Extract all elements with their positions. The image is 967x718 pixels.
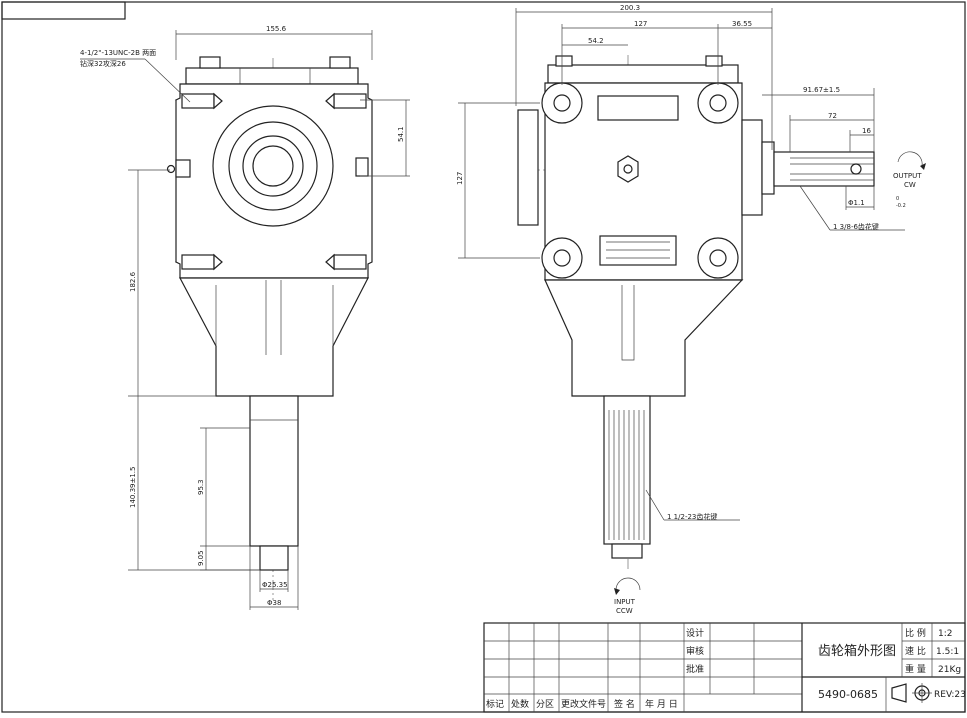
dim-width-top: 155.6 — [266, 25, 287, 33]
info-plate — [599, 235, 677, 266]
label-zone: 分区 — [536, 699, 554, 710]
dim-height-left-r: 127 — [456, 172, 464, 185]
prop-ratio-value: 1.5:1 — [936, 647, 959, 657]
top-plate — [597, 95, 679, 121]
rotation-arrow-cw — [897, 151, 923, 167]
prop-weight-value: 21Kg — [938, 665, 961, 675]
dim-shaft-dia-tol-dn: -0.2 — [896, 203, 906, 209]
tapped-hole — [333, 93, 367, 109]
prop-scale-value: 1:2 — [938, 629, 952, 639]
input-dir: CCW — [616, 607, 633, 615]
dim-top-overall: 200.3 — [620, 4, 640, 12]
dim-height-left: 182.6 — [129, 271, 137, 292]
bolt-head — [199, 56, 221, 69]
spline-out-label: 1 3/8-6齿花键 — [833, 222, 879, 231]
output-label: OUTPUT — [893, 172, 922, 180]
bolt-head — [329, 56, 351, 69]
dim-shaft-spline: 95.3 — [197, 479, 205, 495]
dim-shaft-len: 91.67±1.5 — [803, 86, 840, 94]
dim-shaft-dia: Φ1.1 — [848, 199, 865, 207]
input-shaft — [249, 395, 299, 547]
dim-shaft-dia-tol-up: 0 — [896, 196, 899, 202]
title-block: 设计 审核 批准 标记 处数 分区 更改文件号 签 名 年 月 日 齿轮箱外形图… — [483, 622, 966, 713]
dim-shaft-total: 140.39±1.5 — [129, 467, 137, 509]
projection-cone-icon — [891, 683, 907, 703]
input-shaft-r — [603, 395, 651, 545]
tapped-hole — [181, 254, 215, 270]
label-date: 年 月 日 — [645, 698, 678, 710]
revision: REV:23 — [934, 690, 966, 700]
side-plug — [175, 159, 191, 178]
prop-scale-label: 比 例 — [905, 627, 926, 639]
right-view: 200.3 127 36.55 54.2 127 91.67±1.5 72 16… — [456, 4, 926, 615]
tapped-hole — [333, 254, 367, 270]
dim-shaft-end: 9.05 — [197, 550, 205, 566]
dim-shaft-72: 72 — [828, 112, 837, 120]
label-sign: 签 名 — [614, 698, 635, 710]
left-boss — [517, 109, 539, 226]
lower-housing — [179, 277, 369, 397]
spline-in-label: 1 1/2-23齿花键 — [667, 512, 717, 521]
prop-weight-label: 重 量 — [905, 663, 926, 675]
rotation-arrow-ccw — [615, 577, 641, 591]
left-view: 155.6 54.1 182.6 140.39±1.5 95.3 9.05 Φ2… — [80, 25, 410, 610]
top-cover-r — [547, 64, 739, 84]
drawing-title: 齿轮箱外形图 — [818, 643, 896, 659]
thread-note-line2: 钻深32攻深26 — [80, 59, 126, 68]
dim-top-127: 127 — [634, 20, 647, 28]
corner-box — [1, 1, 126, 20]
role-design: 设计 — [686, 627, 704, 639]
thread-note-line1: 4-1/2"-13UNC-2B 两面 — [80, 49, 156, 57]
label-mark: 标记 — [486, 698, 504, 710]
top-cover — [185, 67, 359, 85]
tapped-hole — [181, 93, 215, 109]
role-review: 审核 — [686, 645, 704, 657]
output-dir: CW — [904, 181, 916, 189]
shaft-bore — [252, 145, 294, 187]
dim-shaft-16: 16 — [862, 127, 871, 135]
dim-top-54: 54.2 — [588, 37, 604, 45]
label-change-doc: 更改文件号 — [561, 698, 606, 710]
dim-top-36: 36.55 — [732, 20, 752, 28]
input-label: INPUT — [614, 598, 636, 606]
dim-dia-large: Φ38 — [267, 599, 281, 607]
prop-ratio-label: 速 比 — [905, 645, 926, 657]
label-count: 处数 — [511, 698, 529, 710]
part-number: 5490-0685 — [818, 688, 878, 701]
lower-housing-r — [544, 279, 744, 397]
dim-height-right: 54.1 — [397, 126, 405, 142]
side-plug — [355, 157, 369, 177]
dim-dia-small: Φ25.35 — [262, 581, 288, 589]
shaft-end — [259, 545, 289, 571]
role-approve: 批准 — [686, 663, 704, 675]
